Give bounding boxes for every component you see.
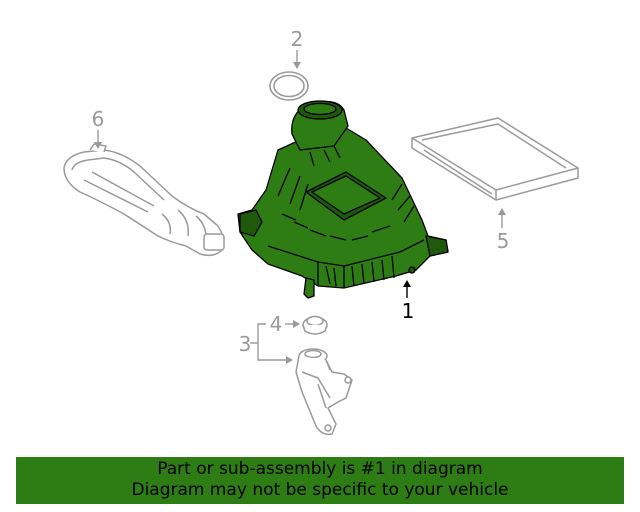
callout-6: 6 [92,107,105,131]
callout-3-arrowhead [286,356,293,364]
part-5-filter-element[interactable] [411,117,579,201]
callout-4-arrowhead [293,320,300,328]
callout-3: 3 [239,332,252,356]
part-6-intake-duct[interactable] [63,143,225,257]
callout-1-arrowhead [403,280,411,287]
callout-2-arrowhead [293,62,301,69]
callout-4: 4 [270,312,283,336]
part-1-air-cleaner-housing[interactable] [237,100,449,299]
part-2-seal-ring[interactable] [269,71,309,101]
callout-2: 2 [291,27,304,51]
part-4-grommet[interactable] [302,315,328,335]
callout-1: 1 [402,299,415,323]
callout-6-arrowhead [94,142,102,149]
parts-diagram: 2 6 5 [63,27,579,436]
banner-line-1: Part or sub-assembly is #1 in diagram [157,459,483,479]
callout-5-arrowhead [498,208,506,215]
callout-3-bracket [250,323,290,361]
callout-5: 5 [497,229,510,253]
part-3-mounting-bracket[interactable] [295,348,353,436]
info-banner: Part or sub-assembly is #1 in diagram Di… [16,457,624,504]
banner-line-2: Diagram may not be specific to your vehi… [131,480,509,500]
